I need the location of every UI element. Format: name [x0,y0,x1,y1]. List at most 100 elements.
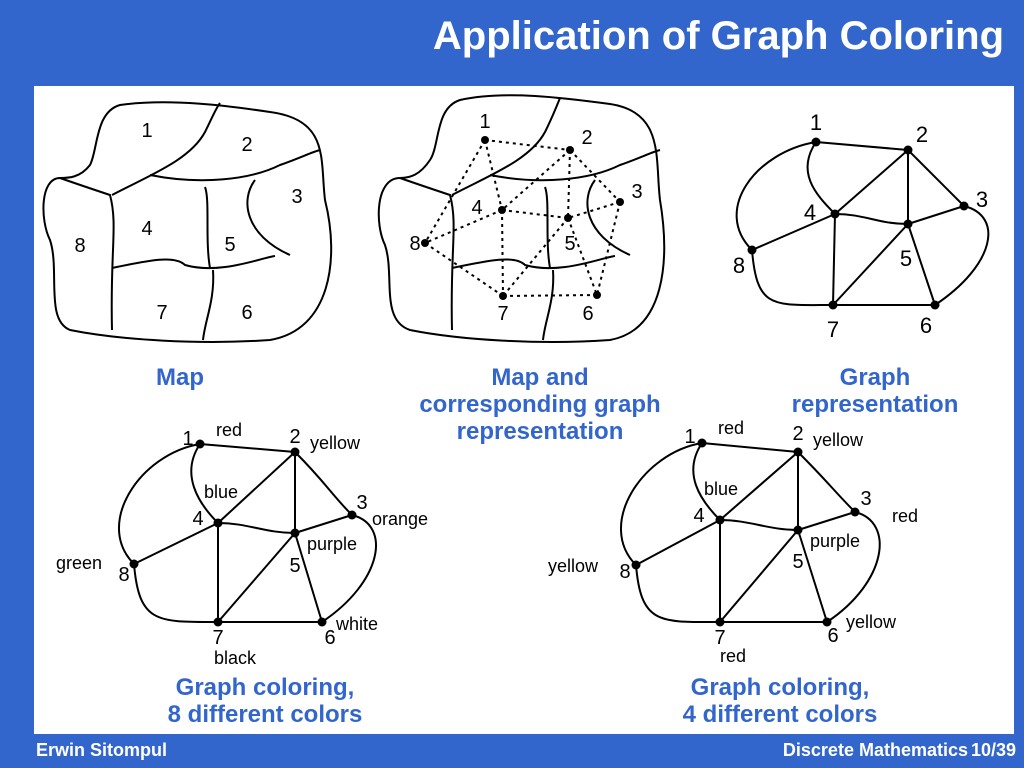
dotted-edge [567,201,621,219]
graph-edge [832,223,909,306]
graph-edge [199,443,296,453]
map-border [451,255,616,270]
vertex-label: 6 [827,625,838,647]
map-border [489,149,661,182]
vertex-dot [715,515,725,525]
caption-map-line: Map [156,364,204,391]
vertex-color-label: red [718,418,744,438]
vertex-dot [697,438,707,448]
graph-edge [692,442,721,521]
caption-graph: Graph representation [770,364,980,418]
graph-edge [797,529,828,623]
map-region-label: 3 [291,186,302,208]
vertex-label: 3 [976,187,988,212]
footer-author: Erwin Sitompul [36,740,168,760]
vertex-label: 1 [810,110,822,135]
vertex-label: 4 [804,200,816,225]
vertex-label: 3 [631,181,642,203]
right-frame-bar [1014,0,1024,768]
vertex-label: 8 [118,564,129,586]
vertex-label: 2 [792,423,803,445]
graph-edge [217,532,296,623]
map-border [202,269,215,341]
map-border [246,179,291,256]
vertex-color-label: purple [810,531,860,551]
map-border [59,177,115,331]
graph-edge [907,223,936,306]
vertex-label: 5 [564,233,575,255]
caption-four-colors: Graph coloring, 4 different colors [655,674,905,728]
graph-edge [806,141,836,215]
graph-edge [635,519,721,566]
vertex-label: 7 [212,627,223,649]
graph-edge [815,141,909,151]
graph-edge [701,442,799,453]
map-border [42,101,333,343]
caption-graph-line1: Graph [839,364,911,391]
map-border [544,186,551,269]
map-border [399,177,455,331]
vertex-dot [213,617,223,627]
caption-map-graph-line1: Map and [491,364,589,391]
vertex-color-label: black [214,648,257,668]
vertex-dot [793,525,803,535]
vertex-color-label: blue [704,479,738,499]
vertex-dot [631,560,641,570]
vertex-label: 4 [693,505,704,527]
graph-edge [934,205,990,306]
graph-edge [751,249,834,307]
caption-eight-colors: Graph coloring, 8 different colors [140,674,390,728]
vertex-color-label: yellow [310,433,361,453]
vertex-dot [828,300,838,310]
graph-edge [719,451,799,521]
vertex-dot [811,137,821,147]
vertex-dot [290,528,300,538]
vertex-label: 2 [289,426,300,448]
vertex-dot [930,300,940,310]
graph-edge [797,451,856,513]
vertex-dot [498,206,506,214]
graph-edge [190,443,219,524]
graph-edge [133,563,219,624]
dotted-edge [501,209,569,219]
graph-edge [294,451,353,516]
vertex-dot [213,518,223,528]
caption-map-graph-line2: corresponding graph [419,391,661,418]
map-region-label: 4 [141,218,152,240]
dotted-edge [484,139,503,211]
caption-four-line1: Graph coloring, [690,674,870,701]
caption-graph-line2: representation [791,391,959,418]
vertex-color-label: yellow [813,430,864,450]
vertex-label: 7 [714,627,725,649]
dotted-edge [596,201,621,296]
caption-four-line2: 4 different colors [682,701,878,728]
vertex-color-label: white [335,614,378,634]
graph-edge [834,213,909,225]
graph-edge [719,529,799,623]
dotted-edge [424,139,486,244]
vertex-dot [593,291,601,299]
vertex-dot [499,292,507,300]
map-border [377,94,666,343]
vertex-label: 3 [860,488,871,510]
dotted-edge [484,139,571,151]
vertex-dot [564,214,572,222]
vertex-label: 4 [192,508,203,530]
dotted-edge [502,217,569,297]
vertex-label: 4 [471,197,482,219]
vertex-dot [903,219,913,229]
vertex-label: 6 [582,303,593,325]
map-region-label: 2 [241,134,252,156]
caption-map-graph: Map and corresponding graph representati… [390,364,690,445]
vertex-label: 3 [356,492,367,514]
vertex-dot [481,136,489,144]
vertex-dot [747,245,757,255]
vertex-label: 6 [920,313,932,338]
dotted-edge [502,294,598,297]
vertex-label: 1 [479,111,490,133]
